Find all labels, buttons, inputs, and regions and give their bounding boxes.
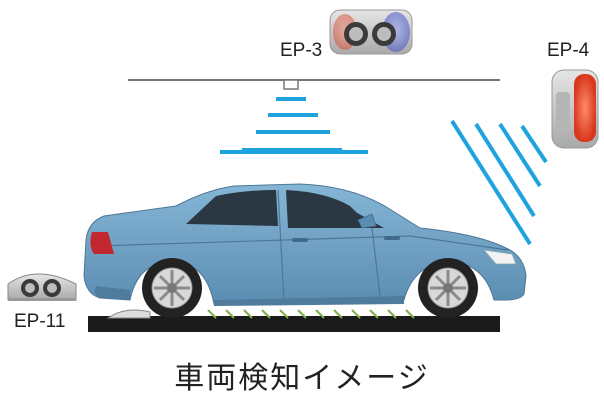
ground-sensor-beam: [207, 309, 415, 319]
ceiling-mount: [283, 79, 299, 90]
ep4-label: EP-4: [547, 40, 590, 61]
ep11-sensor-icon: [7, 273, 77, 301]
floor-plate: [88, 316, 500, 332]
diagram-caption: 車両検知イメージ: [174, 361, 430, 396]
ep11-label: EP-11: [14, 311, 66, 332]
ep4-beam: [450, 119, 548, 246]
floor-sensor-bump: [106, 309, 151, 319]
car-rear-wheel: [142, 258, 202, 318]
ep4-sensor-icon: [551, 69, 599, 149]
car-icon: [83, 183, 527, 306]
car-front-wheel: [418, 258, 478, 318]
ep3-beam: [220, 97, 368, 154]
ep3-label: EP-3: [280, 40, 323, 61]
ep3-sensor-icon: [329, 9, 413, 55]
